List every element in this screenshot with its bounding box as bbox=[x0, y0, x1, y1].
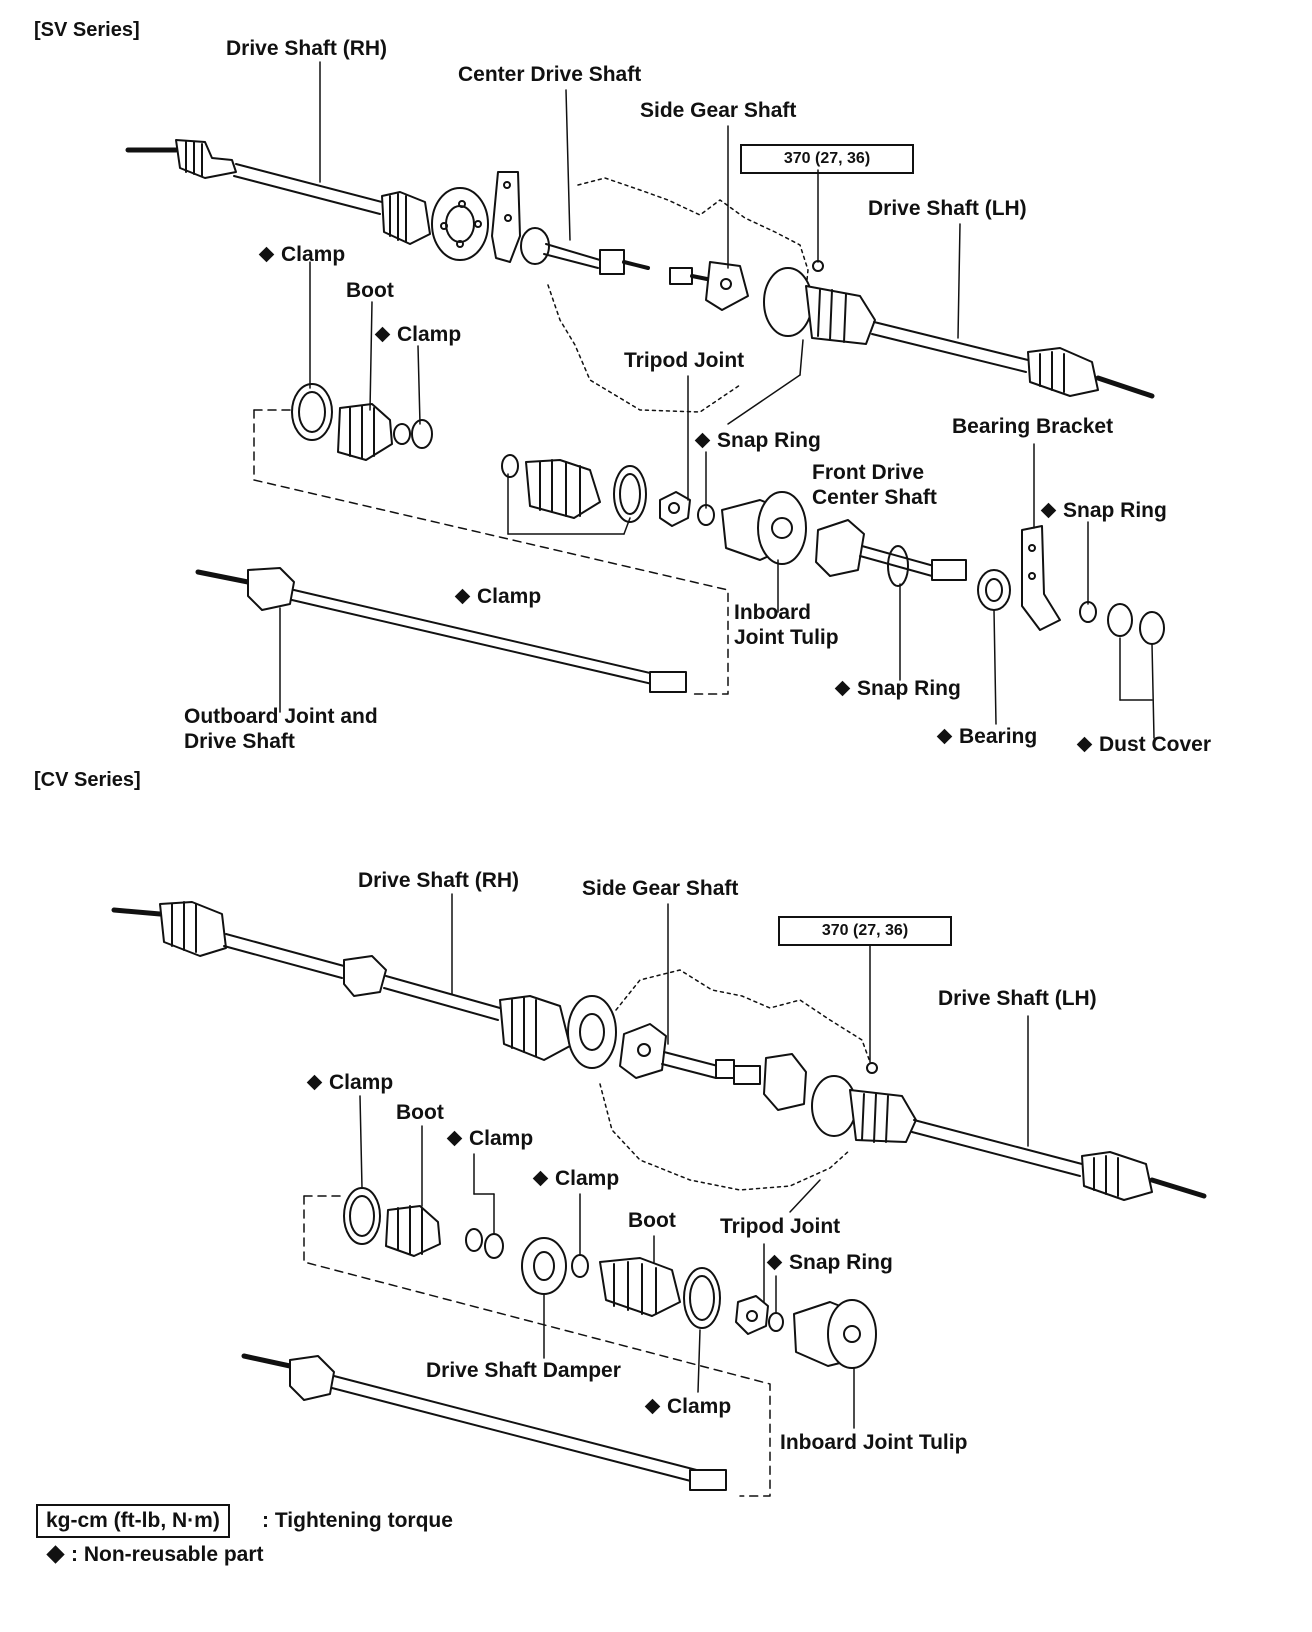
sv-boot-set bbox=[291, 383, 433, 461]
cv-label-side-gear-shaft: Side Gear Shaft bbox=[582, 877, 739, 900]
cv-outer-boot-set bbox=[343, 1187, 504, 1259]
nonreusable-diamond-icon bbox=[644, 1398, 661, 1415]
nonreusable-diamond-icon bbox=[532, 1170, 549, 1187]
nonreusable-diamond-icon bbox=[46, 1545, 65, 1564]
sv-label-drive-shaft-rh: Drive Shaft (RH) bbox=[226, 37, 388, 60]
sv-exploded-boundary bbox=[253, 409, 729, 695]
cv-label-boot-2: Boot bbox=[628, 1209, 676, 1232]
sv-label-center-drive-shaft: Center Drive Shaft bbox=[458, 63, 642, 86]
cv-label-drive-shaft-lh: Drive Shaft (LH) bbox=[938, 987, 1097, 1010]
legend-torque-units-box: kg-cm (ft-lb, N·m) bbox=[36, 1504, 230, 1538]
sv-label-side-gear-shaft: Side Gear Shaft bbox=[640, 99, 797, 122]
nonreusable-diamond-icon bbox=[694, 432, 711, 449]
sv-dust-cover-part bbox=[1107, 603, 1133, 637]
legend-nonreusable: : Non-reusable part bbox=[46, 1542, 264, 1567]
cv-label-clamp-3: Clamp bbox=[532, 1166, 619, 1191]
sv-tripod-joint bbox=[659, 491, 715, 527]
sv-drive-shaft-lh bbox=[763, 267, 1155, 399]
cv-label-clamp-4: Clamp bbox=[644, 1394, 731, 1419]
cv-torque-spec-box: 370 (27, 36) bbox=[778, 916, 952, 946]
sv-label-snap-ring-3: Snap Ring bbox=[834, 676, 961, 701]
nonreusable-diamond-icon bbox=[446, 1130, 463, 1147]
cv-label-inboard-joint-tulip: Inboard Joint Tulip bbox=[780, 1431, 968, 1454]
sv-transaxle-outline bbox=[547, 177, 809, 413]
cv-label-drive-shaft-damper: Drive Shaft Damper bbox=[426, 1359, 621, 1382]
cv-torque-bolt-icon bbox=[866, 1062, 878, 1074]
sv-leader-lines bbox=[279, 61, 1155, 739]
sv-label-bearing: Bearing bbox=[936, 724, 1037, 749]
sv-torque-spec-box: 370 (27, 36) bbox=[740, 144, 914, 174]
sv-label-inboard-joint-tulip: Inboard Joint Tulip bbox=[734, 601, 839, 649]
sv-label-outboard-joint: Outboard Joint and Drive Shaft bbox=[184, 705, 378, 753]
sv-bearing-part bbox=[977, 569, 1011, 611]
nonreusable-diamond-icon bbox=[258, 246, 275, 263]
nonreusable-diamond-icon bbox=[936, 728, 953, 745]
sv-snap-ring-part bbox=[1079, 601, 1097, 623]
sv-bearing-bracket bbox=[1021, 525, 1061, 631]
sv-outboard-joint-shaft bbox=[195, 567, 687, 693]
cv-side-gear-shaft bbox=[619, 1023, 807, 1111]
sv-label-bearing-bracket: Bearing Bracket bbox=[952, 415, 1114, 438]
cv-label-tripod-joint: Tripod Joint bbox=[720, 1215, 841, 1238]
nonreusable-diamond-icon bbox=[1040, 502, 1057, 519]
nonreusable-diamond-icon bbox=[834, 680, 851, 697]
cv-series-header: [CV Series] bbox=[34, 769, 141, 791]
cv-exploded-boundary bbox=[303, 1195, 771, 1497]
nonreusable-diamond-icon bbox=[454, 588, 471, 605]
cv-label-snap-ring: Snap Ring bbox=[766, 1250, 893, 1275]
cv-drive-shaft-rh bbox=[111, 901, 617, 1069]
cv-label-clamp-1: Clamp bbox=[306, 1070, 393, 1095]
sv-side-gear-shaft bbox=[669, 261, 749, 311]
cv-tripod-joint bbox=[735, 1295, 784, 1335]
nonreusable-diamond-icon bbox=[766, 1254, 783, 1271]
sv-label-clamp-2: Clamp bbox=[374, 322, 461, 347]
sv-label-snap-ring-2: Snap Ring bbox=[1040, 498, 1167, 523]
cv-inner-boot-set bbox=[571, 1254, 721, 1329]
sv-label-snap-ring-1: Snap Ring bbox=[694, 428, 821, 453]
sv-drive-shaft-rh bbox=[125, 139, 489, 261]
cv-drive-shaft-damper bbox=[521, 1237, 567, 1295]
cv-transaxle-outline bbox=[599, 969, 871, 1191]
sv-center-drive-shaft bbox=[491, 171, 650, 275]
cv-label-boot-1: Boot bbox=[396, 1101, 444, 1124]
sv-label-drive-shaft-lh: Drive Shaft (LH) bbox=[868, 197, 1027, 220]
sv-label-clamp-3: Clamp bbox=[454, 584, 541, 609]
sv-label-boot: Boot bbox=[346, 279, 394, 302]
cv-inboard-joint-tulip bbox=[793, 1299, 877, 1369]
sv-label-tripod-joint: Tripod Joint bbox=[624, 349, 745, 372]
legend-torque-desc: : Tightening torque bbox=[262, 1509, 453, 1532]
cv-drive-shaft-lh bbox=[811, 1075, 1207, 1201]
sv-label-front-drive-center-shaft: Front Drive Center Shaft bbox=[812, 461, 937, 509]
sv-label-clamp-1: Clamp bbox=[258, 242, 345, 267]
nonreusable-diamond-icon bbox=[306, 1074, 323, 1091]
cv-outboard-shaft bbox=[241, 1353, 727, 1491]
nonreusable-diamond-icon bbox=[374, 326, 391, 343]
nonreusable-diamond-icon bbox=[1076, 736, 1093, 753]
sv-inner-boot-set bbox=[501, 454, 647, 523]
sv-inboard-joint-tulip bbox=[721, 491, 807, 565]
sv-series-header: [SV Series] bbox=[34, 19, 140, 41]
cv-label-clamp-2: Clamp bbox=[446, 1126, 533, 1151]
cv-label-drive-shaft-rh: Drive Shaft (RH) bbox=[358, 869, 520, 892]
sv-label-dust-cover: Dust Cover bbox=[1076, 732, 1211, 757]
cv-leader-lines bbox=[359, 893, 1029, 1429]
sv-front-drive-center-shaft bbox=[815, 519, 967, 587]
